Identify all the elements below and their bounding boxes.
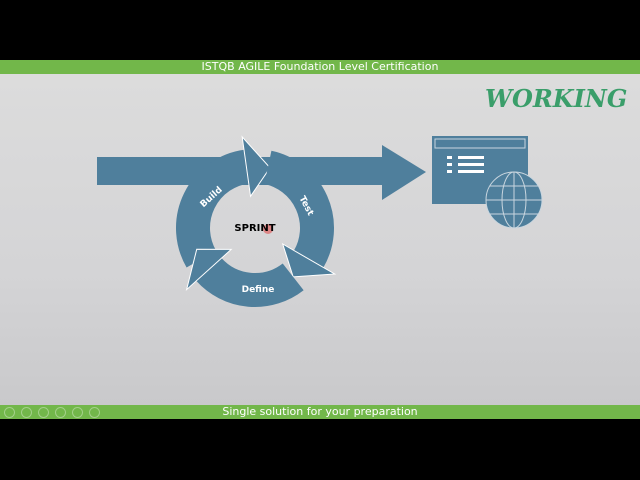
cycle-arc-define (196, 257, 304, 307)
settings-icon[interactable] (55, 407, 66, 418)
stage-define: Define (242, 285, 275, 295)
globe-icon (485, 171, 543, 229)
cursor-highlight (263, 224, 273, 234)
player-controls (4, 407, 100, 418)
cycle-arrowhead-define (185, 248, 233, 292)
cycle-arrowhead-test (281, 242, 337, 278)
flow-arrow-head (382, 145, 426, 200)
footer-tagline: Single solution for your preparation (222, 405, 418, 418)
cycle-arrowhead-build (241, 135, 271, 198)
cycle-arc-test (263, 150, 334, 268)
prev-icon[interactable] (4, 407, 15, 418)
sprint-cycle (176, 135, 337, 307)
cycle-arc-build (176, 149, 250, 268)
header-bar: ISTQB AGILE Foundation Level Certificati… (0, 60, 640, 74)
next-icon[interactable] (21, 407, 32, 418)
pen-icon[interactable] (38, 407, 49, 418)
zoom-icon[interactable] (72, 407, 83, 418)
sprint-label: SPRINT (234, 223, 275, 234)
header-title: ISTQB AGILE Foundation Level Certificati… (201, 60, 439, 73)
footer-bar: Single solution for your preparation (0, 405, 640, 419)
more-icon[interactable] (89, 407, 100, 418)
slide-heading: WORKING (485, 84, 628, 113)
